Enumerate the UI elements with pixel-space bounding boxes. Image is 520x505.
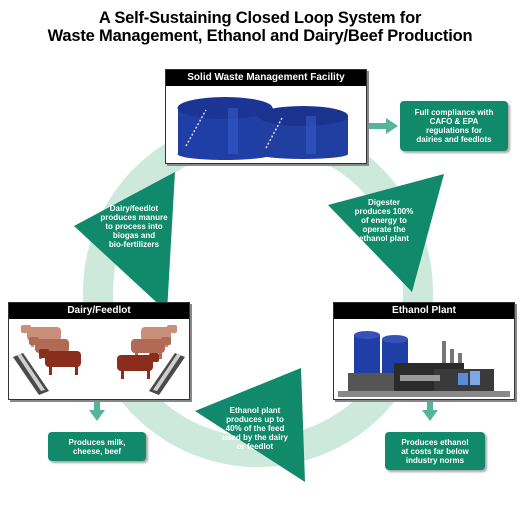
ethanol-plant-panel: Ethanol Plant [333,302,515,400]
smokestacks [442,341,462,371]
feed-trough-left [13,353,49,395]
milk-cheese-beef-note: Produces milk, cheese, beef [48,432,146,461]
arrow-digester-shape [328,174,444,292]
dairy-feedlot-panel: Dairy/Feedlot [8,302,190,400]
diagram-title-line1: A Self-Sustaining Closed Loop System for [98,9,422,27]
cattle-group-left [21,325,81,375]
cattle-group-right [117,325,177,379]
ethanol-plant-title: Ethanol Plant [334,303,514,319]
manure-biogas-text: Dairy/feedlot produces manure to process… [100,204,168,249]
arrow-manure-shape [74,172,175,312]
connector-arrow-compliance [368,118,398,134]
waste-facility-panel: Solid Waste Management Facility [165,69,367,164]
cattle-illustration [13,325,185,395]
feed-trough-right [149,353,185,395]
small-tanks [458,371,480,385]
digester-tank-left [177,97,273,160]
dairy-feedlot-title: Dairy/Feedlot [9,303,189,319]
compliance-note: Full compliance with CAFO & EPA regulati… [400,101,508,151]
connector-arrow-milk [89,398,105,421]
arrow-feed-shape [195,368,305,482]
digester-energy-text: Digester produces 100% of energy to oper… [354,198,414,243]
waste-facility-title: Solid Waste Management Facility [166,70,366,86]
feed-production-text: Ethanol plant produces up to 40% of the … [222,406,288,451]
ethanol-plant-illustration [338,331,510,397]
digester-tanks-illustration [177,97,348,160]
connector-arrow-ethanol [422,398,438,421]
digester-tank-right [258,106,348,159]
plant-ground [338,391,510,397]
ethanol-cost-note: Produces ethanol at costs far below indu… [385,432,485,470]
diagram-title-line2: Waste Management, Ethanol and Dairy/Beef… [47,27,473,45]
ethanol-tank-left [354,331,380,375]
